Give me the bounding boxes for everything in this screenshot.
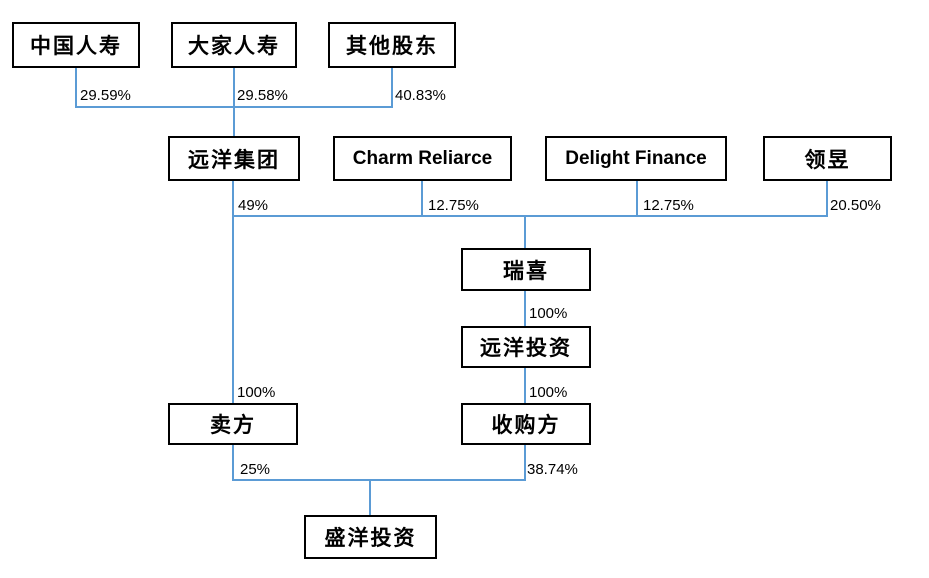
node-ruixi: 瑞喜 [461, 248, 591, 291]
connector-v-other-shareholders-drop [391, 68, 393, 108]
percentage-label-pct-sino-ocean-group: 49% [238, 197, 269, 214]
connector-v-ruixi-to-investment [524, 290, 526, 327]
node-sino-ocean-group: 远洋集团 [168, 136, 300, 181]
connector-v-charm-drop [421, 180, 423, 217]
connector-h-row2-bus [232, 215, 828, 217]
percentage-label-pct-lingyu: 20.50% [830, 197, 881, 214]
connector-v-acquirer-down [524, 444, 526, 481]
connector-v-china-life-drop [75, 68, 77, 108]
percentage-label-pct-delight-finance: 12.75% [643, 197, 694, 214]
percentage-label-pct-other-shareholders: 40.83% [395, 87, 446, 104]
node-seller: 卖方 [168, 403, 298, 445]
node-dajia-life: 大家人寿 [171, 22, 297, 68]
node-lingyu: 领昱 [763, 136, 892, 181]
node-sino-ocean-investment: 远洋投资 [461, 326, 591, 368]
node-charm-reliarce: Charm Reliarce [333, 136, 512, 181]
node-acquirer: 收购方 [461, 403, 591, 445]
percentage-label-pct-sino-ocean-inv-down: 100% [529, 384, 568, 401]
node-shengyang-investment: 盛洋投资 [304, 515, 437, 559]
node-other-shareholders: 其他股东 [328, 22, 456, 68]
connector-h-row3-bus [232, 479, 526, 481]
connector-v-delight-drop [636, 180, 638, 217]
connector-v-shengyang-feed [369, 479, 371, 516]
percentage-label-pct-charm-reliarce: 12.75% [428, 197, 479, 214]
connector-h-row1-bus [75, 106, 393, 108]
percentage-label-pct-seller-parent: 100% [237, 384, 276, 401]
percentage-label-pct-china-life: 29.59% [80, 87, 131, 104]
connector-v-dajia-life-drop [233, 68, 235, 138]
node-china-life: 中国人寿 [12, 22, 140, 68]
percentage-label-pct-acquirer: 38.74% [527, 461, 578, 478]
percentage-label-pct-ruixi-down: 100% [529, 305, 568, 322]
connector-v-seller-down [232, 444, 234, 481]
connector-v-investment-to-acquirer [524, 367, 526, 404]
percentage-label-pct-seller: 25% [240, 461, 271, 478]
connector-v-lingyu-drop [826, 180, 828, 217]
connector-v-sino-ocean-group-long [232, 180, 234, 405]
percentage-label-pct-dajia-life: 29.58% [237, 87, 288, 104]
node-delight-finance: Delight Finance [545, 136, 727, 181]
connector-v-ruixi-feed [524, 215, 526, 249]
